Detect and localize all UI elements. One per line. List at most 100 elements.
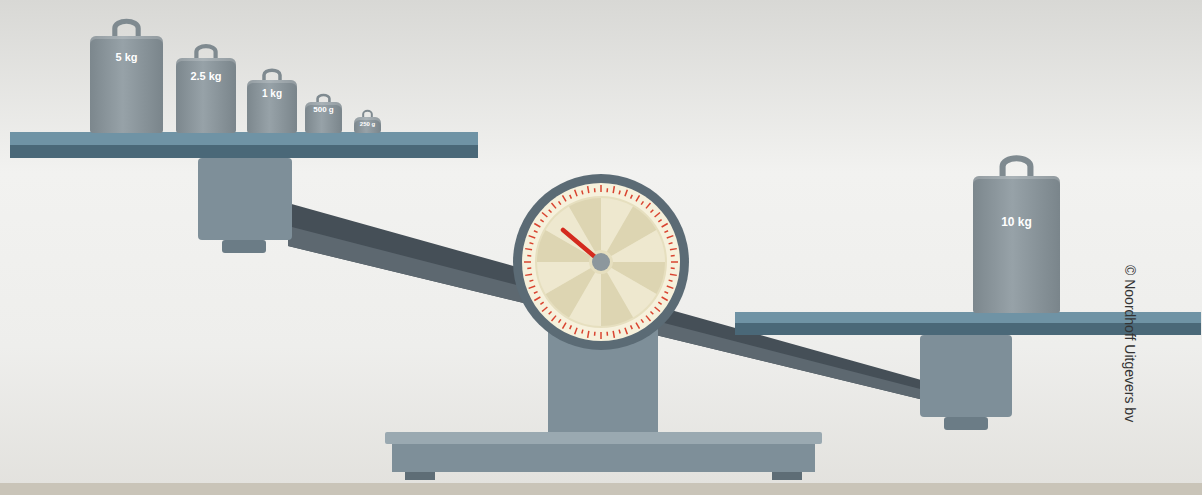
weight-block: 2.5 kg [176,58,236,133]
dial-tick [662,297,668,301]
dial-tick [671,255,675,257]
weight-block: 10 kg [973,176,1060,313]
right-pan-knob [944,417,988,430]
dial-tick [650,311,653,314]
dial-ticks [524,185,678,339]
dial-tick [529,236,536,238]
weight-block: 5 kg [90,36,163,133]
dial-tick [625,190,627,197]
dial-tick [613,186,614,193]
dial-segment [611,230,665,262]
dial-tick [588,331,589,338]
weight-block: 1 kg [247,80,297,133]
dial-tick [582,191,583,195]
dial-tick [582,330,583,334]
weight-handle [1003,158,1031,177]
dial-tick [669,280,673,281]
dial-tick [549,311,552,314]
weight-block: 250 g [354,117,381,133]
dial-tick [664,231,668,233]
dial-tick [669,243,673,244]
dial-tick [527,255,531,257]
dial-tick [594,332,596,336]
dial-tick [631,195,633,199]
dial-tick [619,330,620,334]
dial-segment [569,198,601,252]
dial-tick [658,302,661,304]
dial-tick [527,267,531,269]
dial-tick [534,292,538,294]
dial-tick [530,280,534,281]
dial-tick [552,203,556,208]
dial-tick [588,186,589,193]
dial-tick [671,267,675,269]
dial-tick [670,274,677,275]
dial-tick [662,224,668,228]
dial-tick [575,190,577,197]
left-pan-knob [222,240,266,253]
weight-label: 1 kg [262,89,282,100]
dial-tick [646,203,650,208]
weight-label: 10 kg [1001,216,1032,229]
weight-label: 5 kg [115,52,137,64]
floor-band [0,483,1202,495]
dial-tick [646,316,650,321]
dial-tick [667,286,674,288]
dial-segment [601,272,633,326]
dial-tick [534,224,540,228]
dial-tick [524,261,531,263]
dial-tick [636,195,640,201]
dial-tick [594,188,596,192]
weight-handle [115,21,138,37]
dial-tick [534,297,540,301]
weight-label: 500 g [313,106,333,114]
dial-tick [525,274,532,275]
dial-tick [658,220,661,222]
dial-tick [650,210,653,213]
dial-tick [600,185,602,192]
dial-tick [559,201,561,204]
dial-tick [540,302,543,304]
dial-tick [542,213,547,217]
dial-tick [529,286,536,288]
dial-tick [530,243,534,244]
dial-segment [537,262,591,294]
dial-tick [655,213,660,217]
dial-housing [513,174,689,350]
dial-rim [522,183,680,341]
dial-tick [606,188,608,192]
dial-tick [641,201,643,204]
left-pan-edge [10,145,478,158]
dial-face [535,196,667,328]
dial-tick [540,220,543,222]
right-pan-support [920,335,1012,417]
weight-label: 250 g [360,121,375,127]
dial-tick [570,325,572,329]
dial-tick [606,332,608,336]
dial-tick [664,292,668,294]
dial-tick [534,231,538,233]
dial-tick [625,328,627,335]
dial-tick [559,319,561,322]
dial-tick [549,210,552,213]
dial-tick [631,325,633,329]
dial-tick [655,307,660,311]
dial-tick [542,307,547,311]
foot [772,472,802,480]
dial-tick [525,249,532,250]
dial-tick [641,319,643,322]
weight-label: 2.5 kg [190,71,221,83]
weight-handles [115,21,1031,177]
dial-tick [667,236,674,238]
dial-tick [600,332,602,339]
left-pan-support [198,158,292,240]
dial-tick [552,316,556,321]
dial-tick [570,195,572,199]
left-pan [10,132,478,145]
dial-segments [537,198,665,326]
weight-block: 500 g [305,102,342,133]
needle-hub [592,253,610,271]
copyright-watermark: © Noordhoff Uitgevers bv [1122,265,1138,422]
dial-tick [636,323,640,329]
